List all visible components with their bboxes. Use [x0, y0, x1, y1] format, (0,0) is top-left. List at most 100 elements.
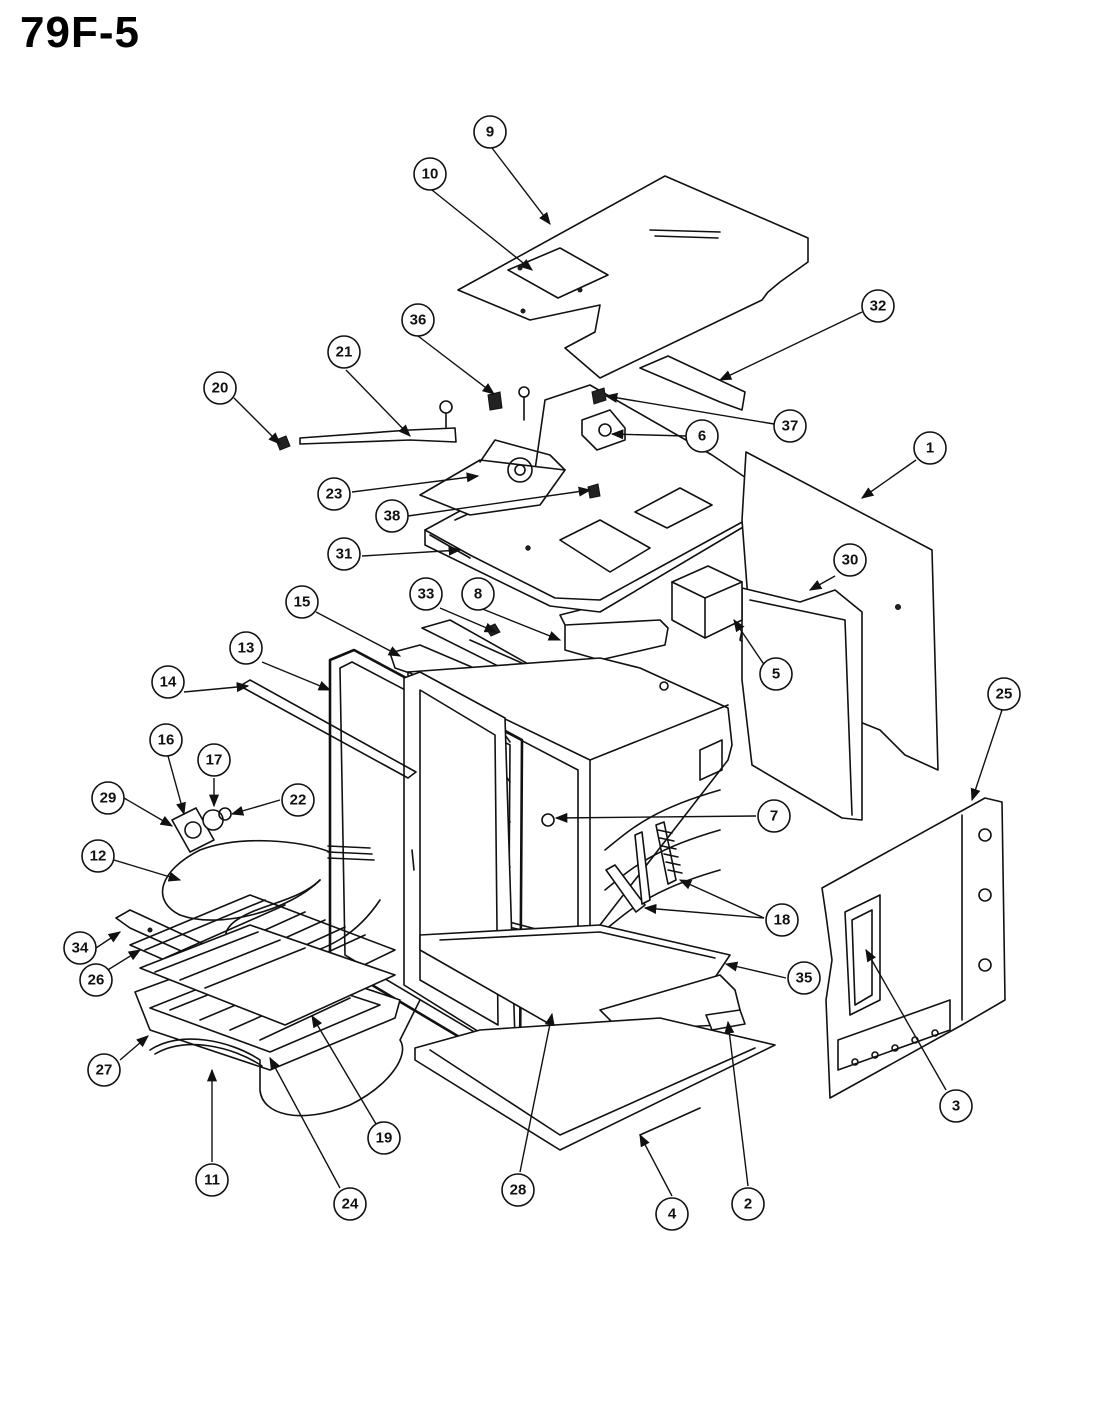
thermostat-mount: [171, 807, 215, 853]
callout-17: 17: [197, 743, 231, 777]
callout-10: 10: [413, 157, 447, 191]
callout-18: 18: [765, 903, 799, 937]
switch-block: [581, 409, 626, 451]
callout-24: 24: [333, 1187, 367, 1221]
thermostat-knob: [202, 807, 232, 831]
bottom-panel: [414, 1017, 776, 1151]
bottom-clip: [705, 1009, 746, 1031]
callout-label: 12: [90, 848, 107, 865]
top-cover-panel: [457, 175, 809, 379]
callout-25: 25: [987, 677, 1021, 711]
callout-23: 23: [317, 477, 351, 511]
rear-trim-strip: [639, 355, 746, 411]
screw-top: [439, 386, 530, 434]
callout-label: 33: [418, 586, 435, 603]
callout-34: 34: [63, 931, 97, 965]
callout-13: 13: [229, 631, 263, 665]
callout-label: 18: [774, 912, 791, 929]
callout-label: 26: [88, 972, 105, 989]
callout-7: 7: [757, 799, 791, 833]
callout-35: 35: [787, 961, 821, 995]
callout-label: 32: [870, 298, 887, 315]
callout-label: 10: [422, 166, 439, 183]
vent-duct: [559, 609, 669, 661]
callout-3: 3: [939, 1089, 973, 1123]
side-panel: [821, 797, 1006, 1099]
callout-label: 7: [770, 808, 778, 825]
mounting-screw: [587, 483, 601, 499]
callout-32: 32: [861, 289, 895, 323]
callout-label: 5: [772, 666, 780, 683]
callout-20: 20: [203, 371, 237, 405]
callout-label: 27: [96, 1062, 113, 1079]
callout-label: 38: [384, 508, 401, 525]
callout-label: 21: [336, 344, 353, 361]
callout-12: 12: [81, 839, 115, 873]
callout-4: 4: [655, 1197, 689, 1231]
callouts: 1 2 3 4 5 6 7 8 9 10 11 12 13 14 15 16 1…: [63, 115, 1021, 1231]
junction-box: [671, 565, 743, 639]
callout-label: 28: [510, 1182, 527, 1199]
pan-insert: [139, 924, 396, 1026]
callout-label: 30: [842, 552, 859, 569]
callout-29: 29: [91, 781, 125, 815]
callout-31: 31: [327, 537, 361, 571]
callout-26: 26: [79, 963, 113, 997]
callout-37: 37: [773, 409, 807, 443]
callout-label: 16: [158, 732, 175, 749]
insulation-pad: [741, 587, 863, 821]
parts-drawing: [115, 175, 1006, 1151]
callout-30: 30: [833, 543, 867, 577]
callout-label: 3: [952, 1098, 960, 1115]
callout-28: 28: [501, 1173, 535, 1207]
callout-15: 15: [285, 585, 319, 619]
callout-label: 14: [160, 674, 177, 691]
callout-label: 22: [290, 792, 307, 809]
callout-33: 33: [409, 577, 443, 611]
callout-label: 11: [204, 1172, 220, 1189]
callout-label: 37: [782, 418, 799, 435]
callout-label: 29: [100, 790, 117, 807]
timer-bracket: [419, 439, 566, 516]
callout-label: 4: [668, 1206, 677, 1223]
callout-22: 22: [281, 783, 315, 817]
callout-label: 2: [744, 1196, 752, 1213]
rod-link: [299, 427, 457, 445]
callout-label: 1: [926, 440, 934, 457]
callout-label: 35: [796, 970, 813, 987]
callout-label: 19: [376, 1130, 393, 1147]
callout-label: 36: [410, 312, 427, 329]
callout-11: 11: [195, 1163, 229, 1197]
callout-label: 25: [996, 686, 1013, 703]
callout-16: 16: [149, 723, 183, 757]
door-rod: [239, 679, 417, 779]
callout-label: 31: [336, 546, 353, 563]
callout-label: 13: [238, 640, 255, 657]
broil-element: [149, 999, 421, 1117]
page-title: 79F-5: [20, 8, 140, 57]
hinge-assembly: [605, 821, 683, 913]
callout-2: 2: [731, 1187, 765, 1221]
callout-36: 36: [401, 303, 435, 337]
callout-1: 1: [913, 431, 947, 465]
callout-6: 6: [685, 419, 719, 453]
callout-label: 8: [474, 586, 482, 603]
callout-5: 5: [759, 657, 793, 691]
snap-bushing: [487, 391, 503, 411]
callout-19: 19: [367, 1121, 401, 1155]
callout-label: 9: [486, 124, 494, 141]
callout-27: 27: [87, 1053, 121, 1087]
callout-label: 24: [342, 1196, 359, 1213]
callout-9: 9: [473, 115, 507, 149]
callout-label: 6: [698, 428, 706, 445]
callout-label: 17: [206, 752, 223, 769]
callout-14: 14: [151, 665, 185, 699]
callout-8: 8: [461, 577, 495, 611]
leader-lines: [95, 147, 1003, 1197]
callout-label: 23: [326, 486, 343, 503]
callout-label: 20: [212, 380, 229, 397]
callout-label: 34: [72, 940, 89, 957]
callout-21: 21: [327, 335, 361, 369]
callout-label: 15: [294, 594, 311, 611]
